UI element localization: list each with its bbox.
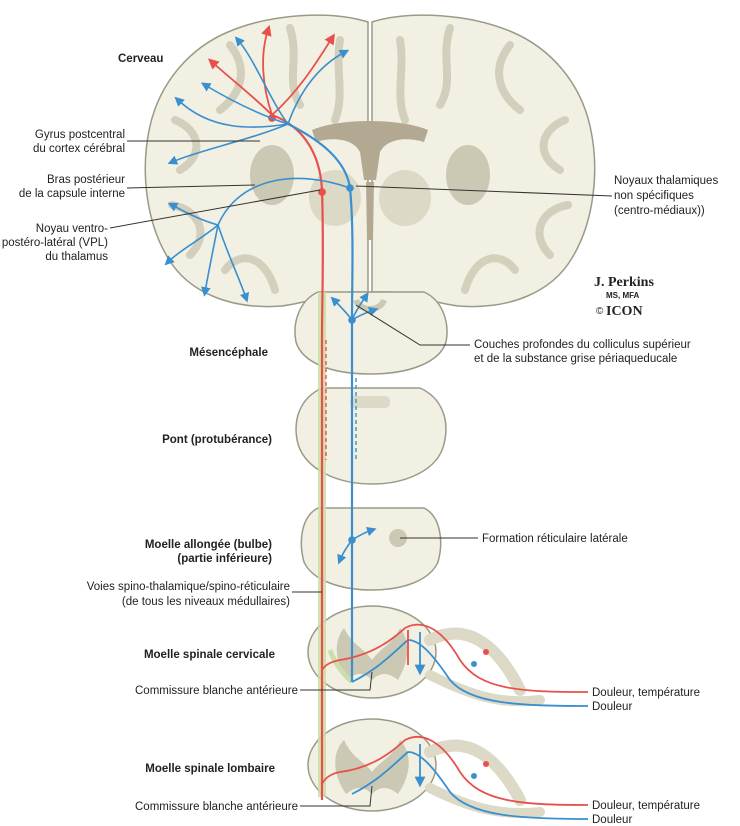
label-pont: Pont (protubérance)	[162, 434, 272, 446]
brain-coronal-section	[145, 15, 594, 306]
signature-name: J. Perkins	[594, 275, 654, 290]
label-douleur-temp-2: Douleur, température	[592, 800, 700, 812]
brainstem	[295, 292, 447, 590]
label-moelle-allongee-1: Moelle allongée (bulbe)	[145, 539, 272, 551]
label-gyrus-2: du cortex cérébral	[33, 143, 125, 155]
label-cerveau: Cerveau	[118, 53, 163, 65]
lumbar-cord-section	[308, 719, 436, 811]
label-mesencephale: Mésencéphale	[189, 347, 268, 359]
label-noyaux-2: non spécifiques	[614, 190, 694, 202]
midbrain-section	[295, 292, 447, 374]
label-commissure-2: Commissure blanche antérieure	[135, 801, 298, 813]
label-bras-2: de la capsule interne	[19, 188, 125, 200]
signature-copyright-icon: ©	[596, 306, 604, 317]
label-voies-1: Voies spino-thalamique/spino-réticulaire	[87, 581, 290, 593]
third-ventricle	[366, 182, 374, 240]
label-vpl-2: postéro-latéral (VPL)	[2, 237, 108, 249]
artist-signature: J. Perkins MS, MFA © ICON	[594, 275, 654, 319]
label-moelle-allongee-2: (partie inférieure)	[177, 553, 272, 565]
label-vpl-3: du thalamus	[45, 251, 108, 263]
cervical-cord-section	[308, 606, 436, 698]
label-vpl-1: Noyau ventro-	[36, 223, 108, 235]
label-lombaire: Moelle spinale lombaire	[145, 763, 275, 775]
label-bras-1: Bras postérieur	[47, 174, 125, 186]
label-gyrus-1: Gyrus postcentral	[35, 129, 125, 141]
label-commissure-1: Commissure blanche antérieure	[135, 685, 298, 697]
label-couches-1: Couches profondes du colliculus supérieu…	[474, 339, 691, 351]
signature-logo: ICON	[606, 304, 643, 319]
label-douleur-2: Douleur	[592, 814, 632, 826]
label-douleur-temp-1: Douleur, température	[592, 687, 700, 699]
label-voies-2: (de tous les niveaux médullaires)	[122, 596, 290, 608]
right-thalamus	[379, 170, 431, 226]
label-cervicale: Moelle spinale cervicale	[144, 649, 275, 661]
label-noyaux-3: (centro-médiaux))	[614, 205, 705, 217]
left-thalamus	[309, 170, 361, 226]
signature-degrees: MS, MFA	[606, 291, 640, 300]
label-couches-2: et de la substance grise périaqueducale	[474, 353, 677, 365]
label-formation: Formation réticulaire latérale	[482, 533, 628, 545]
label-douleur-1: Douleur	[592, 701, 632, 713]
label-noyaux-1: Noyaux thalamiques	[614, 175, 718, 187]
right-basal-ganglia	[446, 145, 490, 205]
